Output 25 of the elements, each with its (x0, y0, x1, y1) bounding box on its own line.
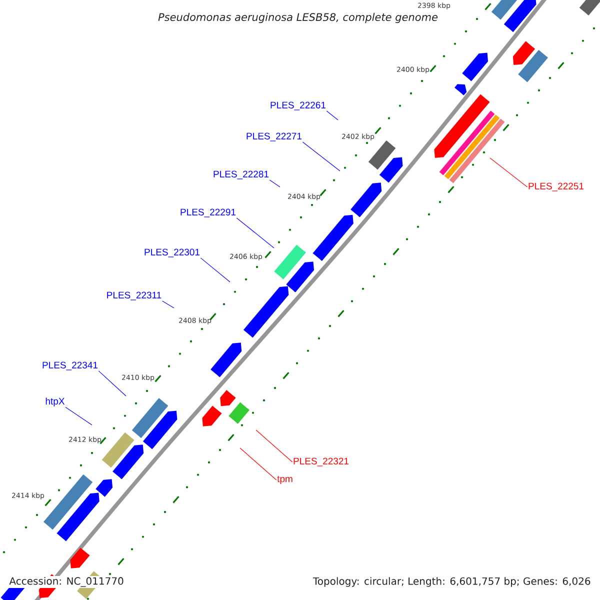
leader-line (162, 300, 174, 308)
leader-line (302, 142, 340, 172)
gene-label: PLES_22281 (214, 170, 269, 180)
leader-line (326, 110, 338, 120)
gene-label: PLES_22301 (144, 248, 200, 258)
title: Pseudomonas aeruginosa LESB58, complete genome (157, 12, 439, 24)
leader-line (236, 218, 274, 248)
gene-label: PLES_22321 (294, 458, 349, 466)
gene-label: PLES_22291 (180, 208, 236, 218)
gene-label: PLES_22261 (270, 102, 326, 110)
gene-label: PLES_22311 (107, 292, 162, 300)
gene-label: PLES_22251 (528, 182, 584, 192)
gene-label: PLES_22271 (246, 132, 302, 142)
gene-label: PLES_22341 (42, 362, 98, 370)
leader-line (98, 370, 126, 396)
leader-line (490, 158, 528, 188)
gene-label: htpX (46, 398, 65, 406)
leader-line (256, 430, 293, 462)
leader-line (240, 448, 277, 480)
genome-info-label: Topology: circular; Length: 6,601,757 bp; Genes: 6,026 (312, 576, 592, 588)
leader-line (269, 180, 280, 188)
gene-label: tpm (277, 476, 292, 484)
leader-line (65, 406, 92, 426)
accession-label: Accession: NC_011770 (8, 576, 125, 588)
leader-line (200, 258, 230, 282)
